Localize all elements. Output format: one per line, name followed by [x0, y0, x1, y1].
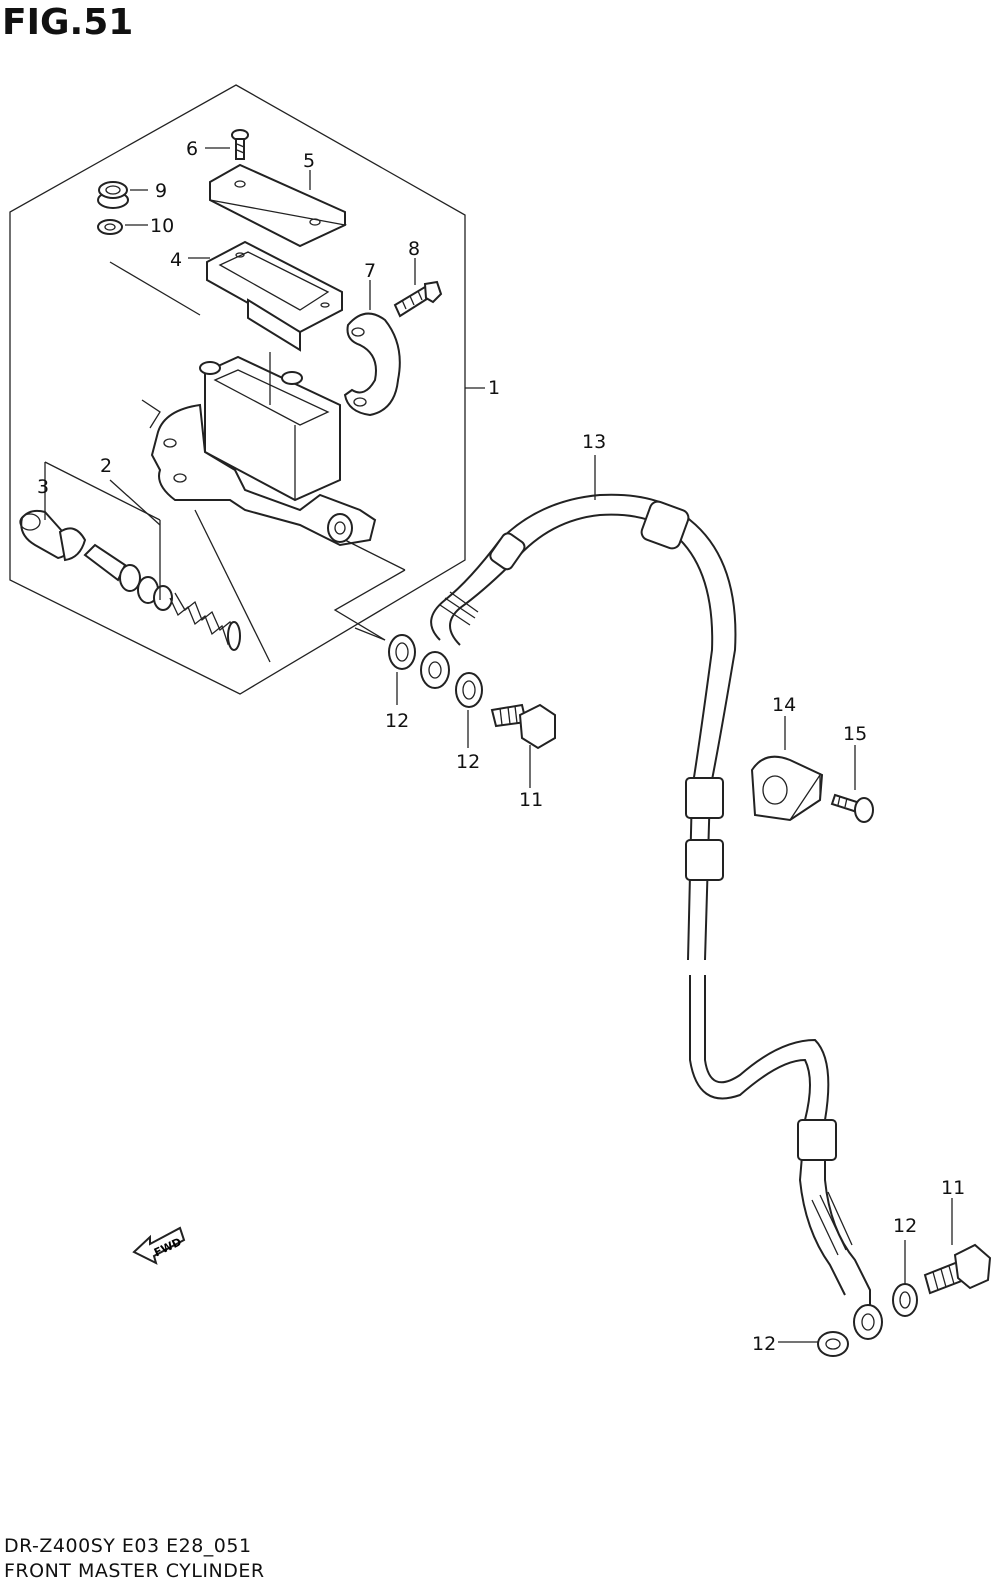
figure-title: FIG.51	[2, 2, 134, 43]
callout-11-lower: 11	[941, 1177, 965, 1199]
part-5-reservoir-cap	[209, 163, 348, 248]
model-code-caption: DR-Z400SY E03 E28_051	[4, 1535, 252, 1557]
callout-13: 13	[582, 431, 606, 453]
callout-3: 3	[37, 476, 49, 498]
part-12-washer-d	[817, 1331, 849, 1357]
callout-7: 7	[364, 260, 376, 282]
part-14-hose-clamp	[750, 755, 824, 822]
callout-12-lower-left: 12	[752, 1333, 776, 1355]
part-7-clamp	[343, 312, 401, 417]
part-11-union-bolt-a	[490, 703, 556, 750]
part-2-piston-set	[83, 543, 241, 651]
callout-5: 5	[303, 150, 315, 172]
callout-11-upper: 11	[519, 789, 543, 811]
callout-10: 10	[150, 215, 174, 237]
callout-2: 2	[100, 455, 112, 477]
master-cylinder-body	[150, 355, 377, 547]
part-12-washer-a	[388, 634, 416, 670]
part-15-screw	[830, 793, 874, 823]
assembly-1-boundary	[9, 84, 466, 695]
callout-12-upper-left: 12	[385, 710, 409, 732]
fwd-arrow-icon: FWD	[132, 1226, 186, 1265]
callout-1: 1	[488, 377, 500, 399]
part-13-brake-hose	[420, 493, 883, 1340]
callout-14: 14	[772, 694, 796, 716]
figure-name-caption: FRONT MASTER CYLINDER	[4, 1560, 265, 1582]
part-6-screw	[231, 129, 249, 160]
leader-lines	[44, 261, 406, 663]
part-4-diaphragm	[206, 240, 343, 352]
callout-8: 8	[408, 238, 420, 260]
callout-9: 9	[155, 180, 167, 202]
callout-4: 4	[170, 249, 182, 271]
part-9-boot	[97, 181, 129, 209]
part-11-union-bolt-b	[923, 1243, 992, 1295]
part-8-bolt	[393, 280, 443, 318]
part-3-piston-boot	[19, 509, 87, 562]
callout-6: 6	[186, 138, 198, 160]
part-12-washer-b	[455, 672, 483, 708]
callout-12-upper-right: 12	[456, 751, 480, 773]
part-12-washer-c	[892, 1283, 918, 1317]
part-10-washer	[97, 219, 123, 235]
callout-15: 15	[843, 723, 867, 745]
callout-leaders	[125, 147, 953, 1343]
callout-12-lower-right: 12	[893, 1215, 917, 1237]
